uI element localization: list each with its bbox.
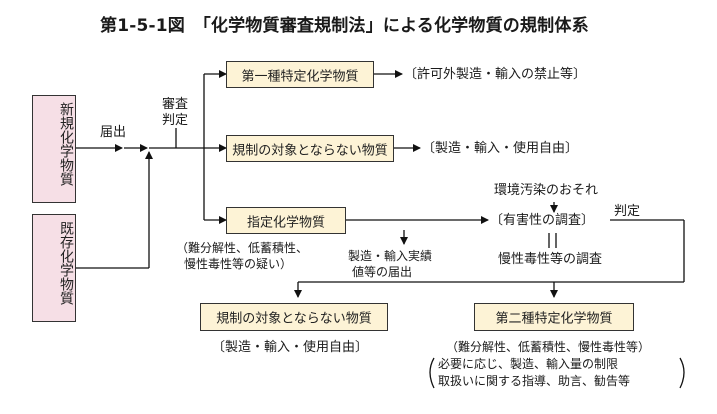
designated-note-line2: 慢性毒性等の疑い）: [184, 257, 293, 271]
class1-note: 〔許可外製造・輸入の禁止等〕: [404, 67, 587, 82]
hazard-survey-label: 〔有害性の調査〕: [490, 213, 595, 228]
not-regulated-bottom-note: 〔製造・輸入・使用自由〕: [212, 340, 369, 355]
examination-label-line1: 審査: [162, 97, 189, 112]
new-substance-box: 新規化学物質: [32, 95, 76, 203]
designated-substance-label: 指定化学物質: [246, 215, 325, 230]
class1-specified-label: 第一種特定化学物質: [241, 69, 359, 84]
not-regulated-top-box: 規制の対象とならない物質: [226, 135, 394, 162]
class2-specified-box: 第二種特定化学物質: [474, 303, 634, 331]
notification-label: 届出: [100, 125, 127, 140]
class2-note-line1: （難分解性、低蓄積性、慢性毒性等）: [446, 340, 651, 354]
new-substance-label: 新規化学物質: [58, 102, 74, 186]
designated-note-line1: （難分解性、低蓄積性、: [176, 241, 309, 255]
judgement-label: 判定: [614, 204, 641, 219]
class1-specified-box: 第一種特定化学物質: [226, 61, 374, 88]
not-regulated-top-note: 〔製造・輸入・使用自由〕: [422, 141, 579, 156]
class2-specified-label: 第二種特定化学物質: [495, 311, 613, 327]
designated-substance-box: 指定化学物質: [226, 207, 346, 234]
report-note-line2: 値等の届出: [352, 265, 413, 279]
figure-title: 第1-5-1図 「化学物質審査規制法」による化学物質の規制体系: [100, 16, 589, 36]
pollution-risk-label: 環境汚染のおそれ: [494, 183, 599, 198]
not-regulated-bottom-box: 規制の対象とならない物質: [200, 303, 388, 331]
class2-note-line3: 取扱いに関する指導、助言、勧告等: [438, 374, 631, 388]
report-note-line1: 製造・輸入実績: [348, 249, 433, 263]
existing-substance-box: 既存化学物質: [32, 214, 76, 322]
not-regulated-top-label: 規制の対象とならない物質: [232, 143, 388, 158]
class2-note-line2: 必要に応じ、製造、輸入量の制限: [438, 357, 619, 371]
existing-substance-label: 既存化学物質: [58, 221, 74, 305]
not-regulated-bottom-label: 規制の対象とならない物質: [216, 311, 372, 327]
chronic-toxicity-survey-label: 慢性毒性等の調査: [498, 252, 603, 267]
examination-label-line2: 判定: [162, 113, 189, 128]
